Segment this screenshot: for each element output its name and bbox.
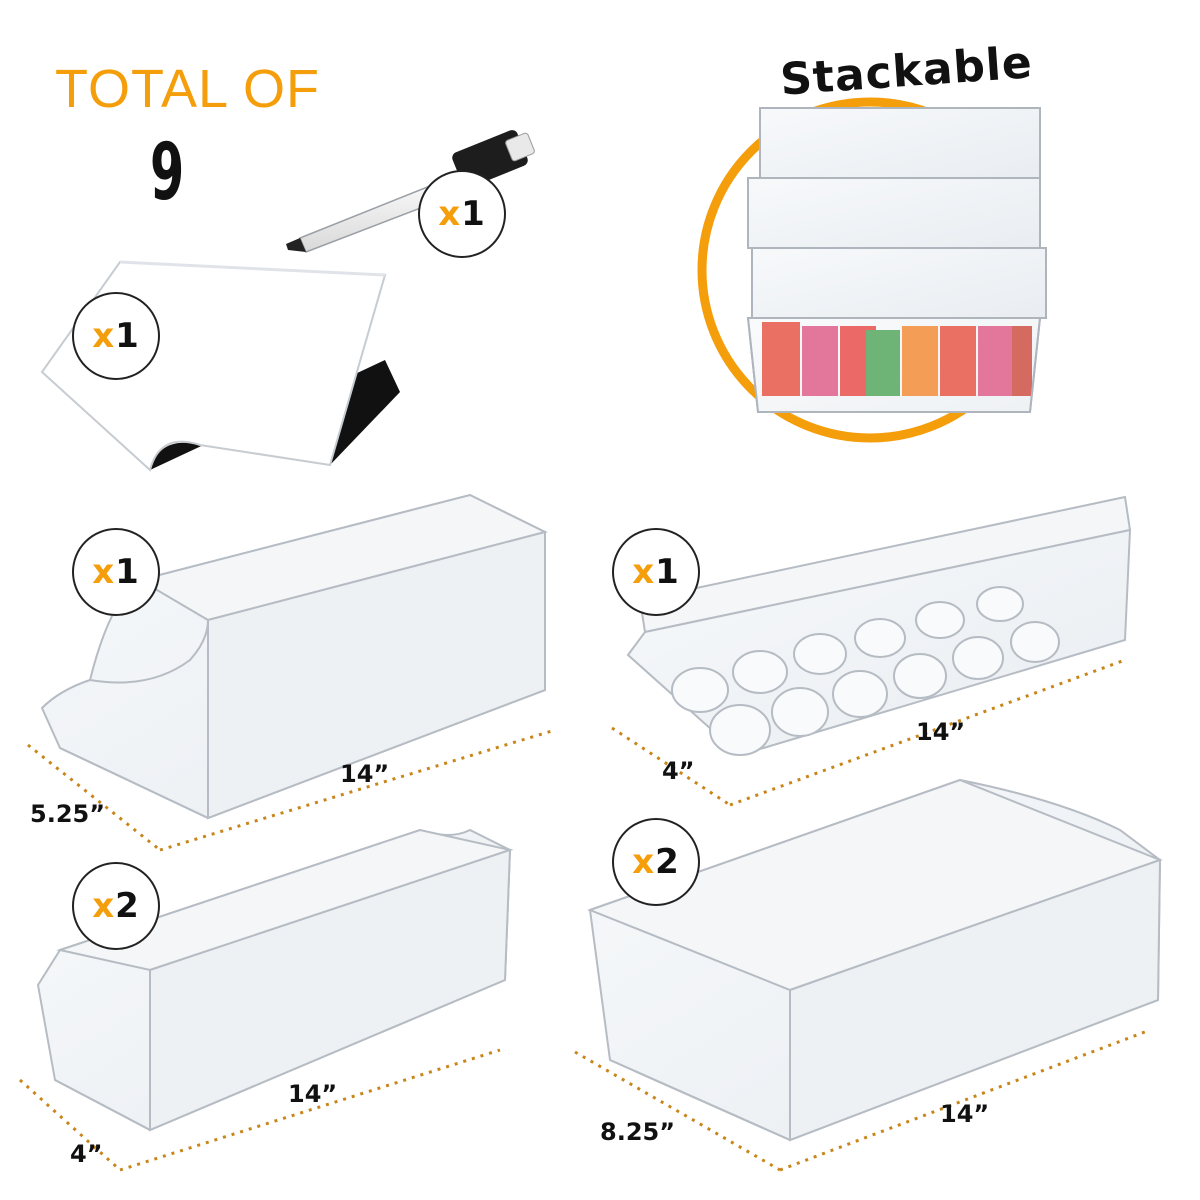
badge-count: 2 [655,842,680,882]
juice-boxes [762,322,1032,396]
badge-prefix: x [92,316,116,356]
dimension-guides [18,658,1151,1172]
drink-bin-length-label: 14” [340,760,390,788]
badge-prefix: x [92,552,116,592]
wide-bin-width-label: 8.25” [600,1118,675,1146]
badge-count: 1 [115,552,140,592]
badge-prefix: x [438,194,462,234]
badge-count: 1 [655,552,680,592]
wide-bin-illustration [587,778,1163,1142]
badge-count: 1 [461,194,486,234]
badge-prefix: x [632,842,656,882]
narrow-bin-illustration [36,828,514,1132]
badge-prefix: x [632,552,656,592]
badge-prefix: x [92,886,116,926]
narrow-bin-length-label: 14” [288,1080,338,1108]
drink-bin-width-label: 5.25” [30,800,105,828]
egg-tray-width-label: 4” [662,757,695,785]
badge-count: 2 [115,886,140,926]
narrow-bin-width-label: 4” [70,1140,103,1168]
egg-tray-length-label: 14” [916,718,966,746]
stackable-illustration [697,97,1047,443]
badge-count: 1 [115,316,140,356]
headline-total-of: TOTAL OF [55,59,321,119]
headline-total-count: 9 [150,128,185,218]
wide-bin-length-label: 14” [940,1100,990,1128]
egg-tray-illustration [626,495,1132,757]
drink-bin-illustration [40,493,548,820]
